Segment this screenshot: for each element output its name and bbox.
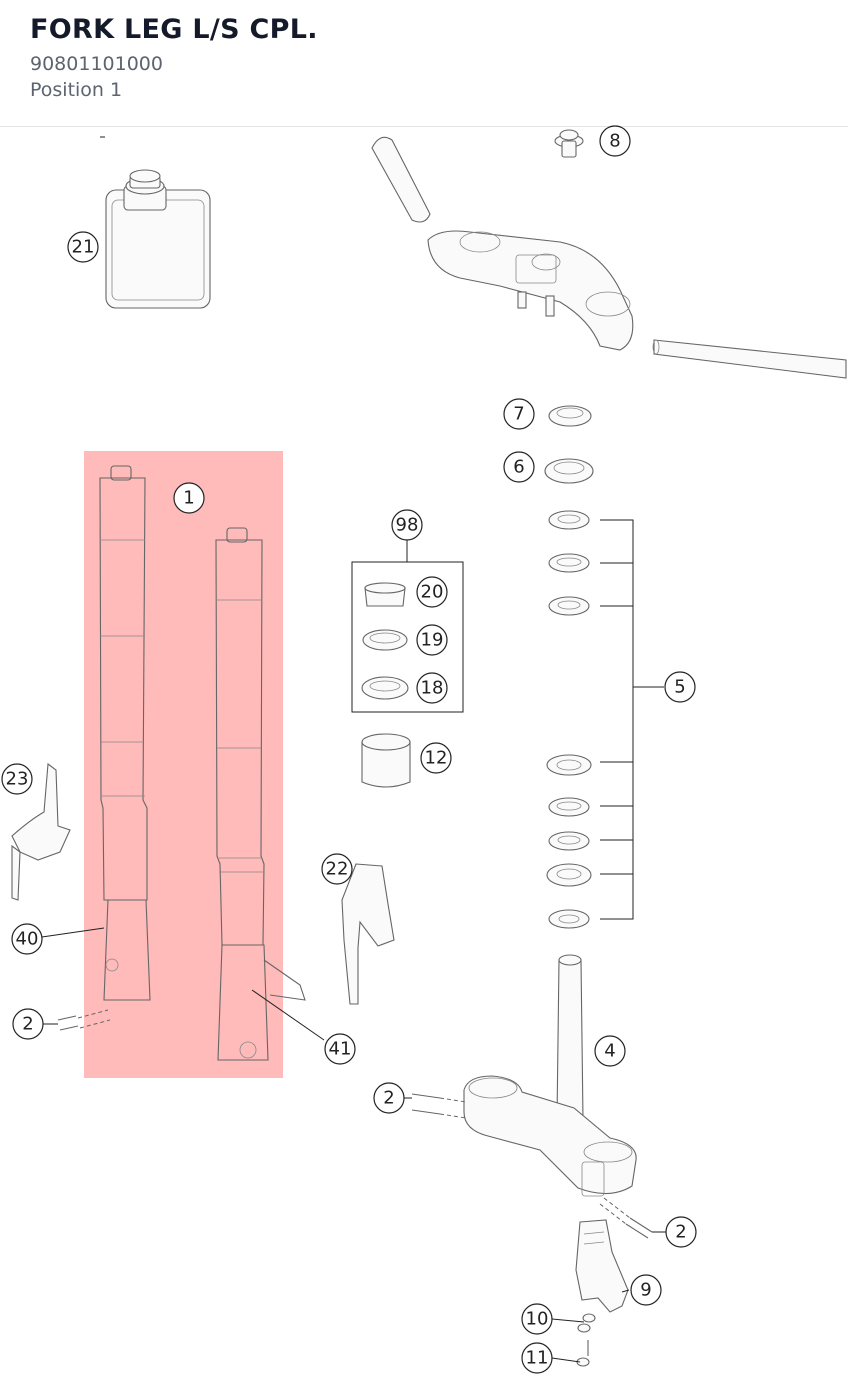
- bolts-2-lower-drawing: [599, 1197, 653, 1239]
- callout-8[interactable]: 8: [599, 125, 631, 157]
- callout-2-upper[interactable]: 2: [373, 1082, 405, 1114]
- bearing-6-drawing: [544, 458, 594, 484]
- svg-text:20: 20: [421, 582, 444, 603]
- svg-text:40: 40: [16, 929, 39, 950]
- svg-text:22: 22: [326, 859, 349, 880]
- svg-text:12: 12: [425, 748, 448, 769]
- svg-text:2: 2: [22, 1014, 33, 1035]
- svg-text:19: 19: [421, 630, 444, 651]
- leader-lines: [41, 136, 666, 1363]
- bolts-2-upper-drawing: [411, 1093, 467, 1119]
- callout-18[interactable]: 18: [416, 672, 448, 704]
- svg-text:41: 41: [329, 1039, 352, 1060]
- svg-text:23: 23: [6, 769, 29, 790]
- bushing-12-drawing: [361, 733, 411, 788]
- bearing-7-drawing: [548, 405, 592, 427]
- position-label: Position 1: [30, 79, 123, 101]
- callout-23[interactable]: 23: [1, 763, 33, 795]
- screw-11-drawing: [576, 1340, 590, 1367]
- svg-text:6: 6: [513, 457, 524, 478]
- svg-text:11: 11: [526, 1348, 549, 1369]
- fork-guard-22-drawing: [341, 863, 395, 1005]
- callout-19[interactable]: 19: [416, 624, 448, 656]
- seal-kit-98-drawing: [351, 540, 464, 713]
- bracket-9-drawing: [575, 1219, 629, 1313]
- svg-text:18: 18: [421, 678, 444, 699]
- callout-2-left[interactable]: 2: [12, 1008, 44, 1040]
- svg-text:7: 7: [513, 404, 524, 425]
- callout-11[interactable]: 11: [521, 1342, 553, 1374]
- fork-leg-left-drawing: [99, 465, 151, 1001]
- callout-22[interactable]: 22: [321, 853, 353, 885]
- fork-guard-23-drawing: [11, 762, 71, 901]
- callout-20[interactable]: 20: [416, 576, 448, 608]
- svg-text:1: 1: [183, 488, 194, 509]
- top-bolt-drawing: [554, 129, 584, 158]
- fork-leg-right-drawing: [215, 527, 306, 1061]
- selected-part-highlight[interactable]: [84, 451, 283, 1078]
- lower-triple-clamp-drawing: [463, 954, 637, 1197]
- svg-text:10: 10: [526, 1309, 549, 1330]
- callout-10[interactable]: 10: [521, 1303, 553, 1335]
- kit-5-bracket: [600, 519, 664, 920]
- callout-98[interactable]: 98: [391, 509, 423, 541]
- callout-1[interactable]: 1: [173, 482, 205, 514]
- svg-text:5: 5: [674, 677, 685, 698]
- part-title: FORK LEG L/S CPL.: [30, 14, 318, 45]
- callout-6[interactable]: 6: [503, 451, 535, 483]
- callout-2-lower[interactable]: 2: [665, 1216, 697, 1248]
- svg-text:8: 8: [609, 131, 620, 152]
- svg-text:2: 2: [383, 1088, 394, 1109]
- callout-21[interactable]: 21: [67, 231, 99, 263]
- bearing-kit-5-drawing: [546, 510, 592, 929]
- svg-text:2: 2: [675, 1222, 686, 1243]
- page-header: FORK LEG L/S CPL. 90801101000 Position 1: [0, 0, 848, 127]
- bolts-2-left-drawing: [57, 1009, 111, 1031]
- oil-can-drawing: [105, 169, 211, 309]
- callout-5[interactable]: 5: [664, 671, 696, 703]
- part-number: 90801101000: [30, 53, 163, 75]
- svg-text:4: 4: [604, 1041, 615, 1062]
- callout-40[interactable]: 40: [11, 923, 43, 955]
- nut-10-drawing: [577, 1313, 596, 1333]
- svg-text:9: 9: [640, 1280, 651, 1301]
- svg-text:21: 21: [72, 237, 95, 258]
- upper-triple-clamp-drawing: [371, 136, 847, 379]
- callout-41[interactable]: 41: [324, 1033, 356, 1065]
- callout-4[interactable]: 4: [594, 1035, 626, 1067]
- callout-12[interactable]: 12: [420, 742, 452, 774]
- callout-7[interactable]: 7: [503, 398, 535, 430]
- svg-text:98: 98: [396, 515, 419, 536]
- callout-9[interactable]: 9: [630, 1274, 662, 1306]
